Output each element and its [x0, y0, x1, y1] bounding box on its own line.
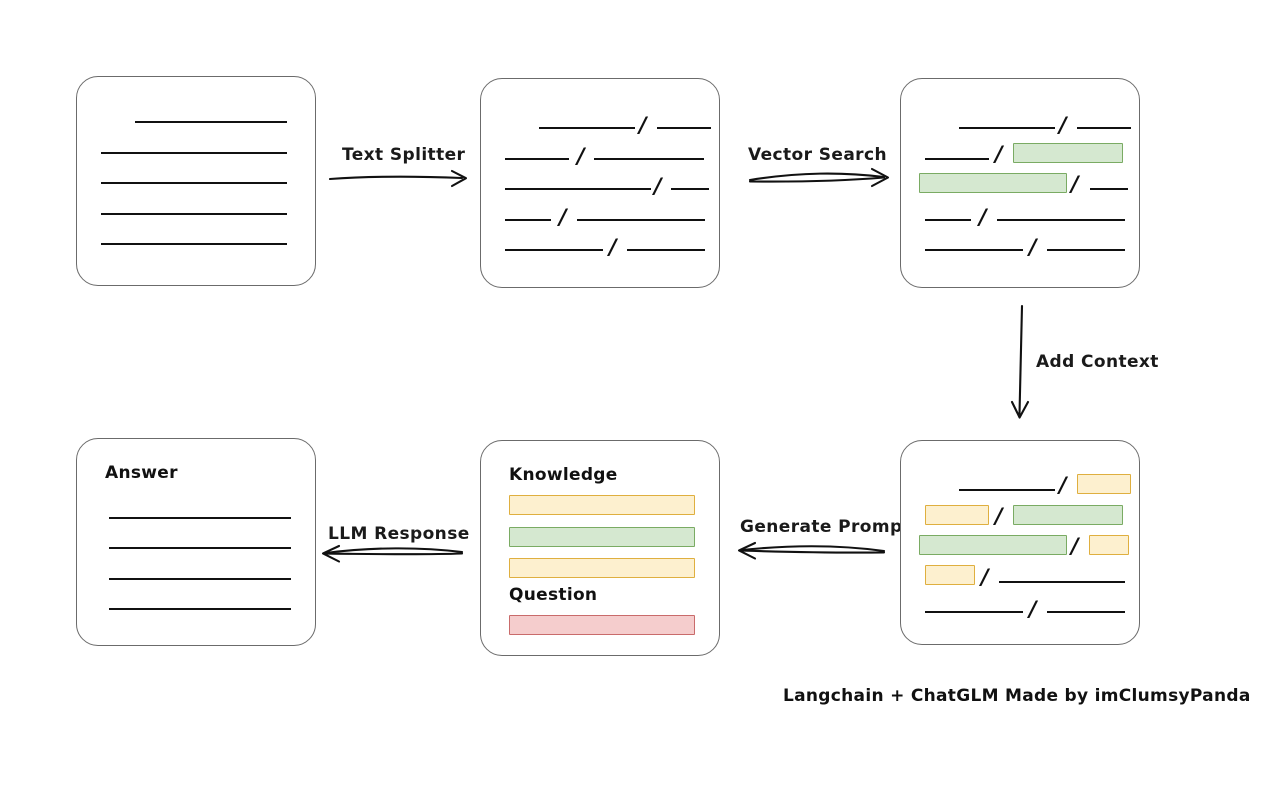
chunk-line [1047, 611, 1125, 613]
chunk-line [671, 188, 709, 190]
doc-line [101, 182, 287, 184]
chunk-line [627, 249, 705, 251]
chunk-line [997, 219, 1125, 221]
prompt-knowledge-label: Knowledge [509, 465, 618, 485]
edge-label-text-splitter: Text Splitter [342, 145, 466, 165]
chunk-separator: / [609, 235, 617, 259]
answer-title: Answer [105, 463, 178, 483]
chunk-line [1047, 249, 1125, 251]
chunk-separator: / [1059, 113, 1067, 137]
chunk-line [577, 219, 705, 221]
node-vector-matched-chunks[interactable]: / / / / / [900, 78, 1140, 288]
node-prompt[interactable]: Knowledge Question [480, 440, 720, 656]
chunk-separator: / [1059, 473, 1067, 497]
edge-label-add-context: Add Context [1036, 352, 1159, 372]
chunk-line [959, 489, 1055, 491]
context-chunk-green [1013, 505, 1123, 525]
chunk-separator: / [995, 142, 1003, 166]
arrow-vector-search [748, 167, 890, 188]
matched-chunk-green [1013, 143, 1123, 163]
context-chunk-green [919, 535, 1067, 555]
doc-line [135, 121, 287, 123]
chunk-separator: / [1071, 172, 1079, 196]
answer-line [109, 578, 291, 580]
doc-line [101, 243, 287, 245]
chunk-separator: / [559, 205, 567, 229]
edge-label-llm-response: LLM Response [328, 524, 470, 544]
prompt-question-bar [509, 615, 695, 635]
chunk-line [999, 581, 1125, 583]
chunk-line [505, 188, 651, 190]
chunk-separator: / [577, 144, 585, 168]
chunk-line [1090, 188, 1128, 190]
edge-label-generate-prompt: Generate Prompt [740, 517, 912, 537]
chunk-separator: / [979, 205, 987, 229]
context-chunk-yellow [925, 505, 989, 525]
chunk-separator: / [995, 504, 1003, 528]
doc-line [101, 152, 287, 154]
arrow-add-context [1010, 304, 1030, 419]
prompt-question-label: Question [509, 585, 598, 605]
chunk-separator: / [1071, 534, 1079, 558]
matched-chunk-green [919, 173, 1067, 193]
chunk-line [925, 249, 1023, 251]
chunk-line [505, 219, 551, 221]
chunk-separator: / [1029, 235, 1037, 259]
chunk-line [925, 611, 1023, 613]
chunk-separator: / [981, 565, 989, 589]
chunk-line [594, 158, 704, 160]
answer-line [109, 547, 291, 549]
node-answer[interactable]: Answer [76, 438, 316, 646]
chunk-line [505, 158, 569, 160]
chunk-line [657, 127, 711, 129]
node-split-chunks[interactable]: / / / / / [480, 78, 720, 288]
chunk-line [925, 219, 971, 221]
prompt-knowledge-bar [509, 495, 695, 515]
chunk-line [1077, 127, 1131, 129]
edge-label-vector-search: Vector Search [748, 145, 887, 165]
context-chunk-yellow [925, 565, 975, 585]
node-context-augmented-chunks[interactable]: / / / / / [900, 440, 1140, 645]
context-chunk-yellow [1089, 535, 1129, 555]
chunk-separator: / [1029, 597, 1037, 621]
chunk-line [539, 127, 635, 129]
arrow-generate-prompt [737, 541, 886, 560]
answer-line [109, 517, 291, 519]
doc-line [101, 213, 287, 215]
node-source-document[interactable] [76, 76, 316, 286]
prompt-knowledge-bar [509, 558, 695, 578]
chunk-line [959, 127, 1055, 129]
chunk-line [505, 249, 603, 251]
arrow-llm-response [321, 544, 464, 563]
chunk-separator: / [654, 174, 662, 198]
prompt-knowledge-bar [509, 527, 695, 547]
arrow-text-splitter [328, 169, 468, 188]
footer-credit: Langchain + ChatGLM Made by imClumsyPand… [783, 686, 1251, 706]
chunk-line [925, 158, 989, 160]
context-chunk-yellow [1077, 474, 1131, 494]
answer-line [109, 608, 291, 610]
chunk-separator: / [639, 113, 647, 137]
